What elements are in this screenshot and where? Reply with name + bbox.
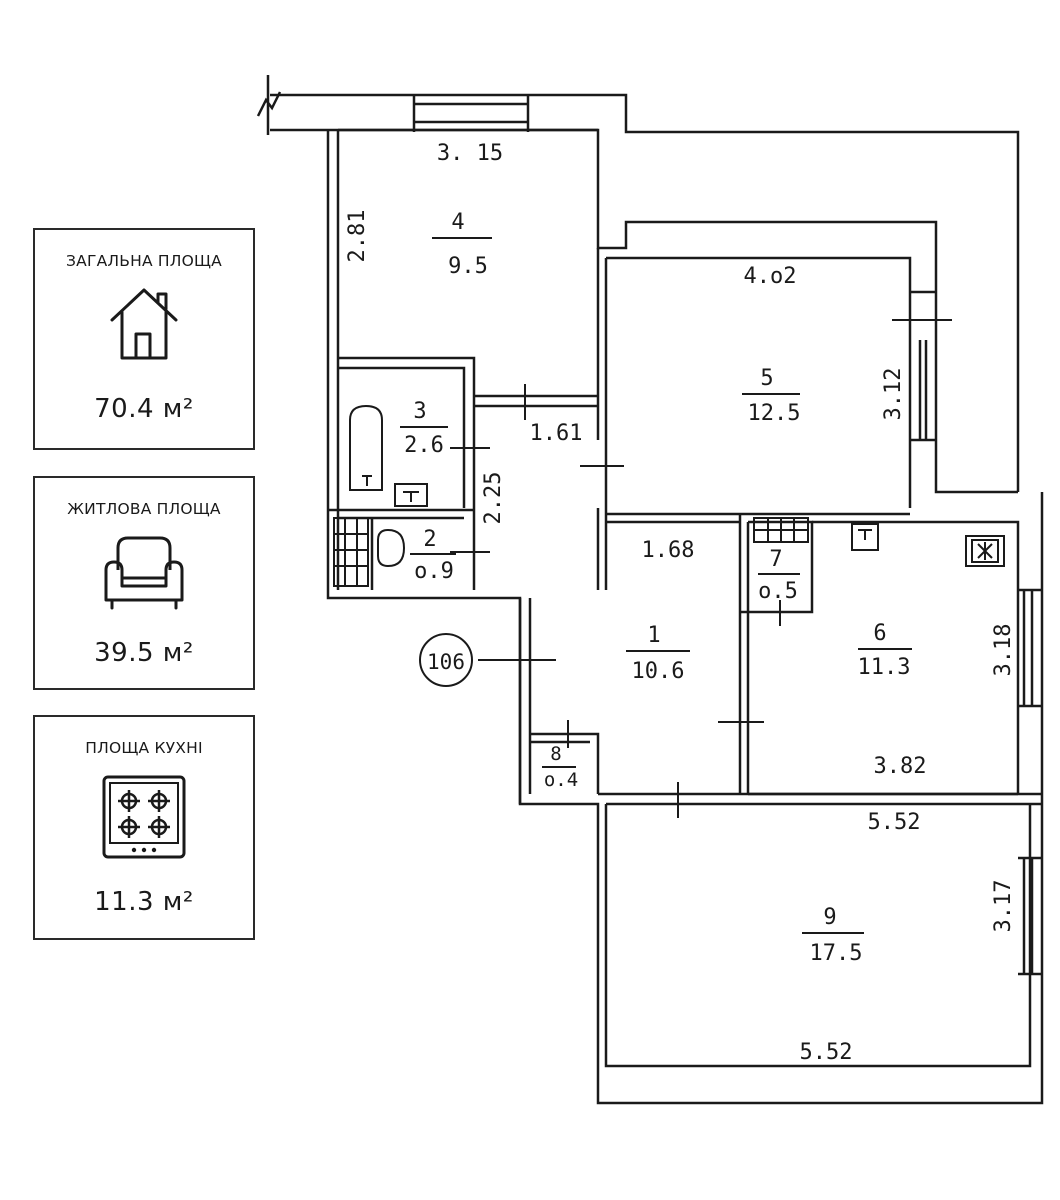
stove-icon: [102, 775, 186, 859]
room-6-number: 6: [873, 621, 886, 646]
sink-icon: [394, 483, 428, 507]
dim-bottom-room9: 5.52: [800, 1040, 853, 1065]
room-1-area: 10.6: [632, 659, 685, 684]
room-7-area: o.5: [758, 579, 798, 604]
room-9-number: 9: [823, 905, 836, 930]
total-area-value: 70.4 м²: [94, 394, 194, 424]
dim-right-room9: 3.17: [991, 880, 1016, 933]
bathtub-icon: [349, 404, 383, 491]
apartment-number: 106: [427, 650, 465, 674]
tick-marks: [450, 319, 952, 818]
dim-room1-top: 1.68: [642, 538, 695, 563]
fixtures: [333, 404, 1005, 587]
dim-top-room4: 3. 15: [437, 141, 503, 166]
dim-corridor-side: 2.25: [481, 472, 506, 525]
kitchen-area-title: ПЛОЩА КУХНІ: [85, 739, 203, 757]
walls: [256, 75, 1044, 1105]
vent-icon: [851, 523, 879, 551]
dim-bottom-room6: 3.82: [874, 754, 927, 779]
house-icon: [110, 288, 178, 360]
room-4-number: 4: [451, 210, 464, 235]
room-2-area: o.9: [414, 559, 454, 584]
apartment-number-circle: [419, 633, 473, 687]
room-6-area: 11.3: [858, 655, 911, 680]
dim-left-room4: 2.81: [345, 210, 370, 263]
kitchen-area-card: ПЛОЩА КУХНІ 11.3 м²: [33, 715, 255, 940]
dim-top-room9: 5.52: [868, 810, 921, 835]
room-3-area: 2.6: [404, 433, 444, 458]
dim-right-room6: 3.18: [991, 624, 1016, 677]
room-5-area: 12.5: [748, 401, 801, 426]
dimension-labels: 3. 15 2.81 4.o2 3.12 1.61 2.25 1.68 3.18…: [345, 141, 1016, 1065]
total-area-title: ЗАГАЛЬНА ПЛОЩА: [66, 252, 222, 270]
room-8-number: 8: [550, 743, 561, 765]
room-labels: 4 9.5 5 12.5 3 2.6 2 o.9 1 10.6 7 o.5 6 …: [400, 210, 912, 966]
living-area-value: 39.5 м²: [94, 638, 194, 668]
radiator-icon: [333, 517, 369, 587]
room-3-number: 3: [413, 399, 426, 424]
room-8-area: o.4: [544, 769, 578, 791]
living-area-title: ЖИТЛОВА ПЛОЩА: [67, 500, 221, 518]
room-7-number: 7: [769, 547, 782, 572]
room-4-area: 9.5: [448, 254, 488, 279]
gas-stove-icon: [965, 535, 1005, 567]
kitchen-area-value: 11.3 м²: [94, 887, 194, 917]
toilet-icon: [377, 528, 406, 568]
room-1-number: 1: [647, 623, 660, 648]
total-area-card: ЗАГАЛЬНА ПЛОЩА 70.4 м²: [33, 228, 255, 450]
living-area-card: ЖИТЛОВА ПЛОЩА 39.5 м²: [33, 476, 255, 690]
dim-right-room5: 3.12: [881, 368, 906, 421]
armchair-icon: [104, 536, 184, 610]
room-9-area: 17.5: [810, 941, 863, 966]
room-5-number: 5: [760, 366, 773, 391]
room-2-number: 2: [423, 527, 436, 552]
dim-top-room5: 4.o2: [744, 264, 797, 289]
dim-corridor-top: 1.61: [530, 421, 583, 446]
